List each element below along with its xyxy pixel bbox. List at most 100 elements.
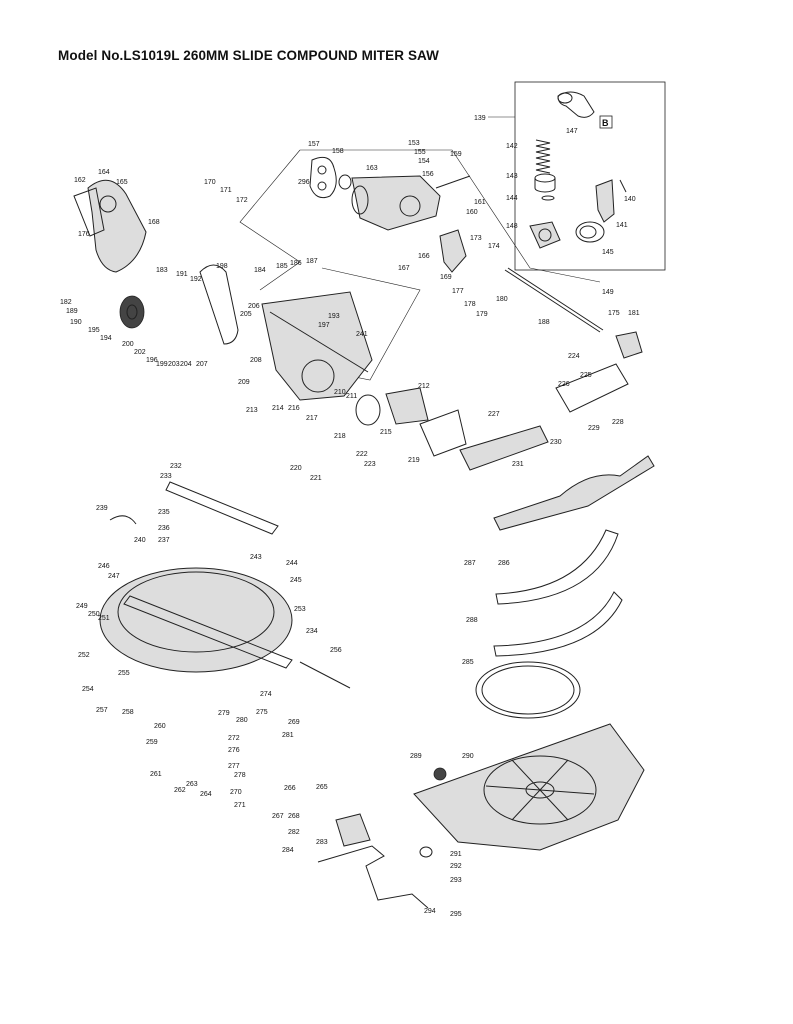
callout-188: 188 [538, 319, 550, 326]
part-227-fence [459, 425, 549, 471]
callout-295: 295 [450, 911, 462, 918]
callout-259: 259 [146, 739, 158, 746]
callout-156: 156 [422, 171, 434, 178]
callout-290: 290 [462, 753, 474, 760]
callout-287: 287 [464, 560, 476, 567]
callout-281: 281 [282, 732, 294, 739]
part-231-guide-fence [493, 455, 655, 531]
callout-166: 166 [418, 253, 430, 260]
part-169-lever [439, 229, 467, 273]
callout-183: 183 [156, 267, 168, 274]
part-188-slide-rod [504, 267, 604, 333]
callout-204: 204 [180, 361, 192, 368]
part-157-link [309, 156, 337, 199]
part-number-callouts: 139 142 147 143 144 140 141 148 145 153 … [60, 115, 640, 918]
callout-148: 148 [506, 223, 518, 230]
callout-170: 170 [204, 179, 216, 186]
callout-194: 194 [100, 335, 112, 342]
callout-262: 262 [174, 787, 186, 794]
callout-260: 260 [154, 723, 166, 730]
callout-271: 271 [234, 802, 246, 809]
part-141-bracket [595, 179, 615, 223]
callout-176: 176 [78, 231, 90, 238]
callout-288: 288 [466, 617, 478, 624]
callout-177: 177 [452, 288, 464, 295]
callout-143: 143 [506, 173, 518, 180]
callout-233: 233 [160, 473, 172, 480]
callout-216: 216 [288, 405, 300, 412]
callout-269: 269 [288, 719, 300, 726]
part-143-coupling [534, 173, 556, 193]
callout-282: 282 [288, 829, 300, 836]
callout-291: 291 [450, 851, 462, 858]
part-145-ring [575, 221, 605, 243]
part-288-scale [493, 591, 623, 657]
part-148-flange [529, 221, 561, 249]
callout-210: 210 [334, 389, 346, 396]
callout-164: 164 [98, 169, 110, 176]
callout-174: 174 [488, 243, 500, 250]
part-168-blade-guard-cover [87, 179, 147, 273]
callout-203: 203 [168, 361, 180, 368]
callout-285: 285 [462, 659, 474, 666]
callout-182: 182 [60, 299, 72, 306]
callout-258: 258 [122, 709, 134, 716]
callout-159: 159 [450, 151, 462, 158]
part-196-belt [199, 264, 239, 345]
part-215-dust-port [385, 387, 429, 425]
callout-149: 149 [602, 289, 614, 296]
callout-197: 197 [318, 322, 330, 329]
callout-173: 173 [470, 235, 482, 242]
part-163-motor-housing [351, 175, 441, 231]
callout-278: 278 [234, 772, 246, 779]
dust-nozzle-subassembly-frame: B [488, 81, 666, 271]
callout-161: 161 [474, 199, 486, 206]
callout-264: 264 [200, 791, 212, 798]
callout-185: 185 [276, 263, 288, 270]
callout-205: 205 [240, 311, 252, 318]
callout-163: 163 [366, 165, 378, 172]
part-147-elbow [557, 91, 595, 118]
callout-289: 289 [410, 753, 422, 760]
callout-168: 168 [148, 219, 160, 226]
part-283-grip [335, 813, 371, 847]
callout-178: 178 [464, 301, 476, 308]
callout-280: 280 [236, 717, 248, 724]
callout-155: 155 [414, 149, 426, 156]
callout-144: 144 [506, 195, 518, 202]
callout-172: 172 [236, 197, 248, 204]
callout-251: 251 [98, 615, 110, 622]
part-176-arm [73, 187, 105, 237]
callout-276: 276 [228, 747, 240, 754]
callout-147: 147 [566, 128, 578, 135]
callout-175: 175 [608, 310, 620, 317]
callout-254: 254 [82, 686, 94, 693]
callout-184: 184 [254, 267, 266, 274]
callout-139: 139 [474, 115, 486, 122]
callout-225: 225 [580, 372, 592, 379]
callout-228: 228 [612, 419, 624, 426]
callout-157: 157 [308, 141, 320, 148]
callout-208: 208 [250, 357, 262, 364]
callout-199: 199 [156, 361, 168, 368]
callout-180: 180 [496, 296, 508, 303]
callout-162: 162 [74, 177, 86, 184]
callout-145: 145 [602, 249, 614, 256]
callout-255: 255 [118, 670, 130, 677]
callout-237: 237 [158, 537, 170, 544]
part-142-spring [535, 139, 551, 174]
callout-187: 187 [306, 258, 318, 265]
callout-266: 266 [284, 785, 296, 792]
part-239-guard [109, 515, 137, 525]
callout-213: 213 [246, 407, 258, 414]
callout-244: 244 [286, 560, 298, 567]
callout-193: 193 [328, 313, 340, 320]
box-label-b: B [602, 118, 609, 128]
callout-190: 190 [70, 319, 82, 326]
callout-214: 214 [272, 405, 284, 412]
callout-232: 232 [170, 463, 182, 470]
part-291-foot [419, 846, 433, 858]
part-294-rod [317, 845, 429, 909]
callout-181: 181 [628, 310, 640, 317]
